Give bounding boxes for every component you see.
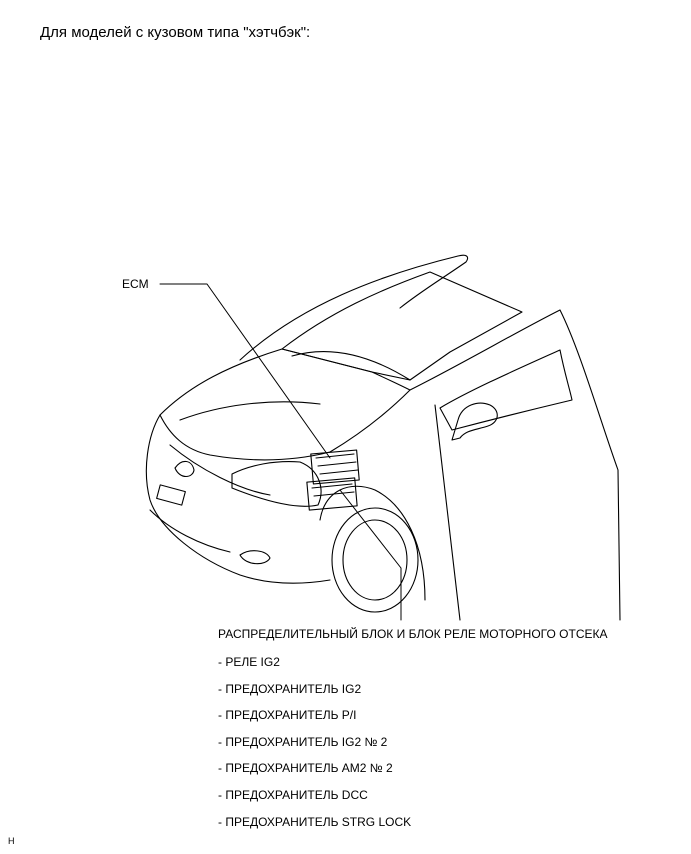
hood-crease bbox=[179, 401, 321, 421]
lower-grille bbox=[149, 509, 231, 553]
door-window bbox=[439, 349, 573, 431]
component-list: - РЕЛЕ IG2 - ПРЕДОХРАНИТЕЛЬ IG2 - ПРЕДОХ… bbox=[218, 655, 411, 841]
figure-code: H bbox=[8, 836, 15, 846]
fog-lamp bbox=[239, 550, 271, 565]
ecm-leader-line bbox=[159, 283, 331, 459]
relay-block-leader-line bbox=[339, 489, 402, 621]
door-edge bbox=[434, 404, 461, 621]
car-windshield bbox=[281, 271, 523, 381]
list-item: - ПРЕДОХРАНИТЕЛЬ DCC bbox=[218, 787, 368, 802]
front-wheel-rim bbox=[342, 519, 408, 601]
car-roof-outline bbox=[239, 254, 469, 361]
relay-block-callout-label: РАСПРЕДЕЛИТЕЛЬНЫЙ БЛОК И БЛОК РЕЛЕ МОТОР… bbox=[218, 627, 608, 641]
section-heading: Для моделей с кузовом типа "хэтчбэк": bbox=[40, 24, 311, 41]
list-item: - ПРЕДОХРАНИТЕЛЬ IG2 № 2 bbox=[218, 734, 388, 749]
list-item: - ПРЕДОХРАНИТЕЛЬ AM2 № 2 bbox=[218, 761, 393, 776]
car-hood bbox=[159, 348, 411, 461]
list-item: - РЕЛЕ IG2 bbox=[218, 655, 280, 669]
side-mirror bbox=[451, 402, 498, 441]
list-item: - ПРЕДОХРАНИТЕЛЬ IG2 bbox=[218, 681, 362, 696]
grille bbox=[169, 444, 271, 496]
front-wheel bbox=[331, 507, 419, 613]
license-plate bbox=[156, 484, 186, 506]
relay-block-unit bbox=[306, 477, 358, 511]
front-bumper bbox=[145, 414, 331, 584]
ecm-unit bbox=[310, 449, 360, 485]
emblem bbox=[174, 460, 195, 478]
headlight bbox=[231, 461, 322, 507]
wheel-arch bbox=[319, 485, 426, 601]
ecm-callout-label: ECM bbox=[122, 277, 149, 291]
list-item: - ПРЕДОХРАНИТЕЛЬ STRG LOCK bbox=[218, 814, 412, 829]
car-side-body bbox=[409, 309, 621, 621]
windshield-wiper bbox=[291, 351, 411, 381]
list-item: - ПРЕДОХРАНИТЕЛЬ P/I bbox=[218, 708, 357, 723]
